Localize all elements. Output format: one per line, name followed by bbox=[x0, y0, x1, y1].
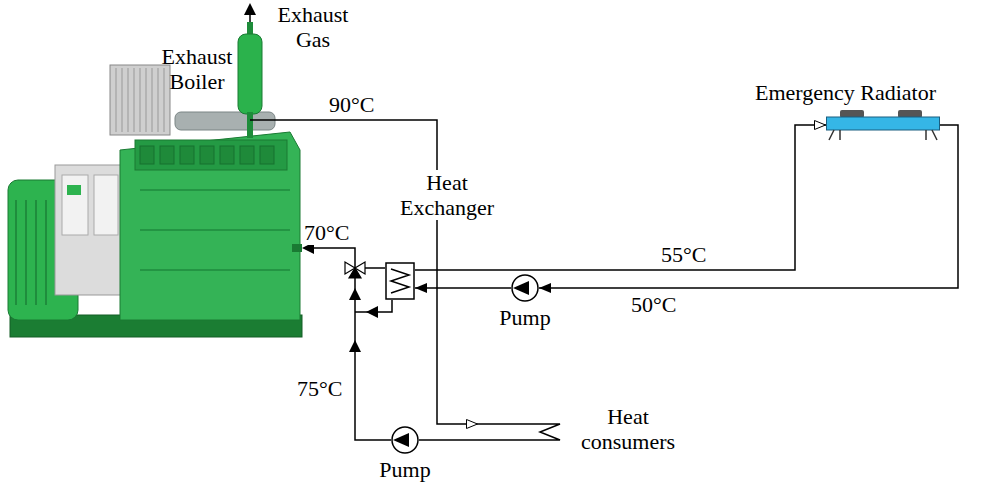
exhaust-boiler: Exhaust Boiler bbox=[236, 22, 264, 128]
exhaust-arrow bbox=[244, 3, 256, 15]
pump-impeller bbox=[393, 433, 409, 447]
pump-impeller bbox=[513, 281, 529, 295]
circulation-pump: Pump bbox=[391, 426, 419, 454]
flow-arrow bbox=[349, 340, 361, 352]
heat-exchanger-symbol bbox=[385, 262, 415, 300]
boiler-shell bbox=[238, 34, 262, 114]
control-cabinet bbox=[55, 165, 125, 295]
component-label: Pump bbox=[499, 305, 550, 330]
exchanger-body bbox=[386, 263, 414, 299]
temperature-label: 55°C bbox=[660, 242, 707, 267]
temperature-label: 90°C bbox=[328, 92, 375, 117]
component-label: Heat Exchanger bbox=[395, 170, 499, 220]
exhaust-outlet bbox=[249, 14, 251, 22]
cylinder-heads bbox=[135, 140, 287, 170]
cylinder-covers bbox=[140, 146, 274, 164]
exchanger-coil bbox=[391, 269, 409, 293]
coolant-pipe bbox=[312, 248, 355, 268]
circulation-pump-symbol bbox=[511, 274, 539, 302]
cabinet-door bbox=[62, 175, 88, 235]
cabinet-door bbox=[94, 175, 118, 235]
pump-casing bbox=[512, 275, 538, 301]
radiator-legs bbox=[829, 130, 937, 140]
heat-consumers-symbol bbox=[478, 418, 560, 452]
exhaust-boiler-symbol bbox=[236, 22, 264, 128]
temperature-label: 75°C bbox=[296, 376, 343, 401]
coolant-pipe bbox=[355, 278, 391, 440]
pump-casing bbox=[392, 427, 418, 453]
coolant-inlet bbox=[292, 244, 302, 252]
pipe-connector bbox=[539, 125, 958, 288]
heat-exchanger: Heat Exchanger bbox=[385, 262, 415, 300]
flow-arrow bbox=[349, 288, 361, 300]
component-label: Exhaust Boiler bbox=[159, 44, 235, 94]
consumer-coil bbox=[478, 424, 560, 440]
engine-ribs bbox=[140, 190, 290, 270]
circulation-pump-symbol bbox=[391, 426, 419, 454]
pipe-connector bbox=[415, 287, 511, 289]
exhaust-manifold bbox=[175, 112, 275, 130]
pipe-connector bbox=[419, 439, 478, 441]
alternator-ribs bbox=[16, 200, 46, 305]
component-label: Emergency Radiator bbox=[755, 80, 936, 105]
coolant-pipe bbox=[365, 267, 385, 269]
emergency-radiator: Emergency Radiator bbox=[826, 108, 940, 140]
three-way-valve bbox=[349, 268, 361, 278]
flow-label: Exhaust Gas bbox=[272, 2, 354, 52]
intercooler bbox=[110, 65, 170, 135]
heat-consumers: Heat consumers bbox=[478, 418, 560, 452]
component-label: Pump bbox=[379, 457, 430, 482]
circulation-pump: Pump bbox=[511, 274, 539, 302]
temperature-label: 50°C bbox=[630, 292, 677, 317]
flow-arrow bbox=[366, 306, 378, 318]
boiler-outlet bbox=[250, 119, 264, 121]
temperature-label: 70°C bbox=[303, 220, 350, 245]
radiator-core bbox=[827, 117, 940, 130]
emergency-radiator-symbol bbox=[826, 108, 940, 140]
cabinet-screen bbox=[67, 185, 81, 195]
engine-block bbox=[120, 132, 300, 320]
pipe-connector bbox=[264, 120, 478, 424]
component-label: Heat consumers bbox=[576, 404, 680, 454]
intercooler-grid bbox=[116, 68, 164, 132]
